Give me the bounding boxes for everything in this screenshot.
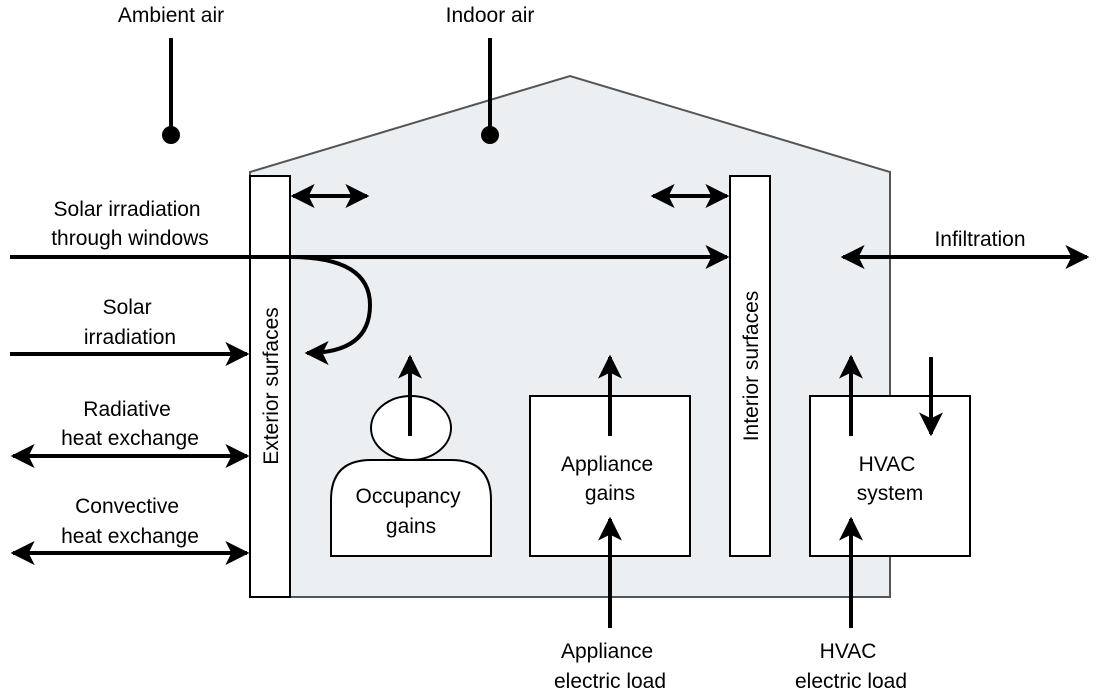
hvac-load-label: HVAC electric load bbox=[795, 640, 907, 693]
ambient-air-node bbox=[162, 38, 180, 144]
solar-windows-curve bbox=[289, 255, 373, 365]
interior-surfaces-box bbox=[729, 175, 771, 557]
convective-exchange-label: Convective heat exchange bbox=[61, 495, 199, 548]
exterior-surfaces-box bbox=[249, 175, 291, 598]
indoor-air-node bbox=[481, 38, 499, 144]
exterior-surfaces-label: Exterior surfaces bbox=[260, 307, 283, 465]
solar-windows-label: Solar irradiation through windows bbox=[51, 198, 209, 250]
hvac-system-box bbox=[809, 395, 971, 557]
interior-surfaces-label: Interior surfaces bbox=[740, 291, 763, 442]
ambient-air-label: Ambient air bbox=[118, 4, 224, 27]
appliance-load-label: Appliance electric load bbox=[554, 640, 666, 693]
radiative-exchange-label: Radiative heat exchange bbox=[61, 398, 199, 450]
solar-irradiation-label: Solar irradiation bbox=[84, 296, 176, 349]
appliance-gains-label: Appliance gains bbox=[561, 453, 659, 505]
indoor-air-label: Indoor air bbox=[446, 4, 535, 27]
occupancy-gains-label: Occupancy gains bbox=[356, 485, 467, 538]
infiltration-label: Infiltration bbox=[934, 228, 1025, 251]
hvac-system-label: HVAC system bbox=[857, 453, 924, 505]
